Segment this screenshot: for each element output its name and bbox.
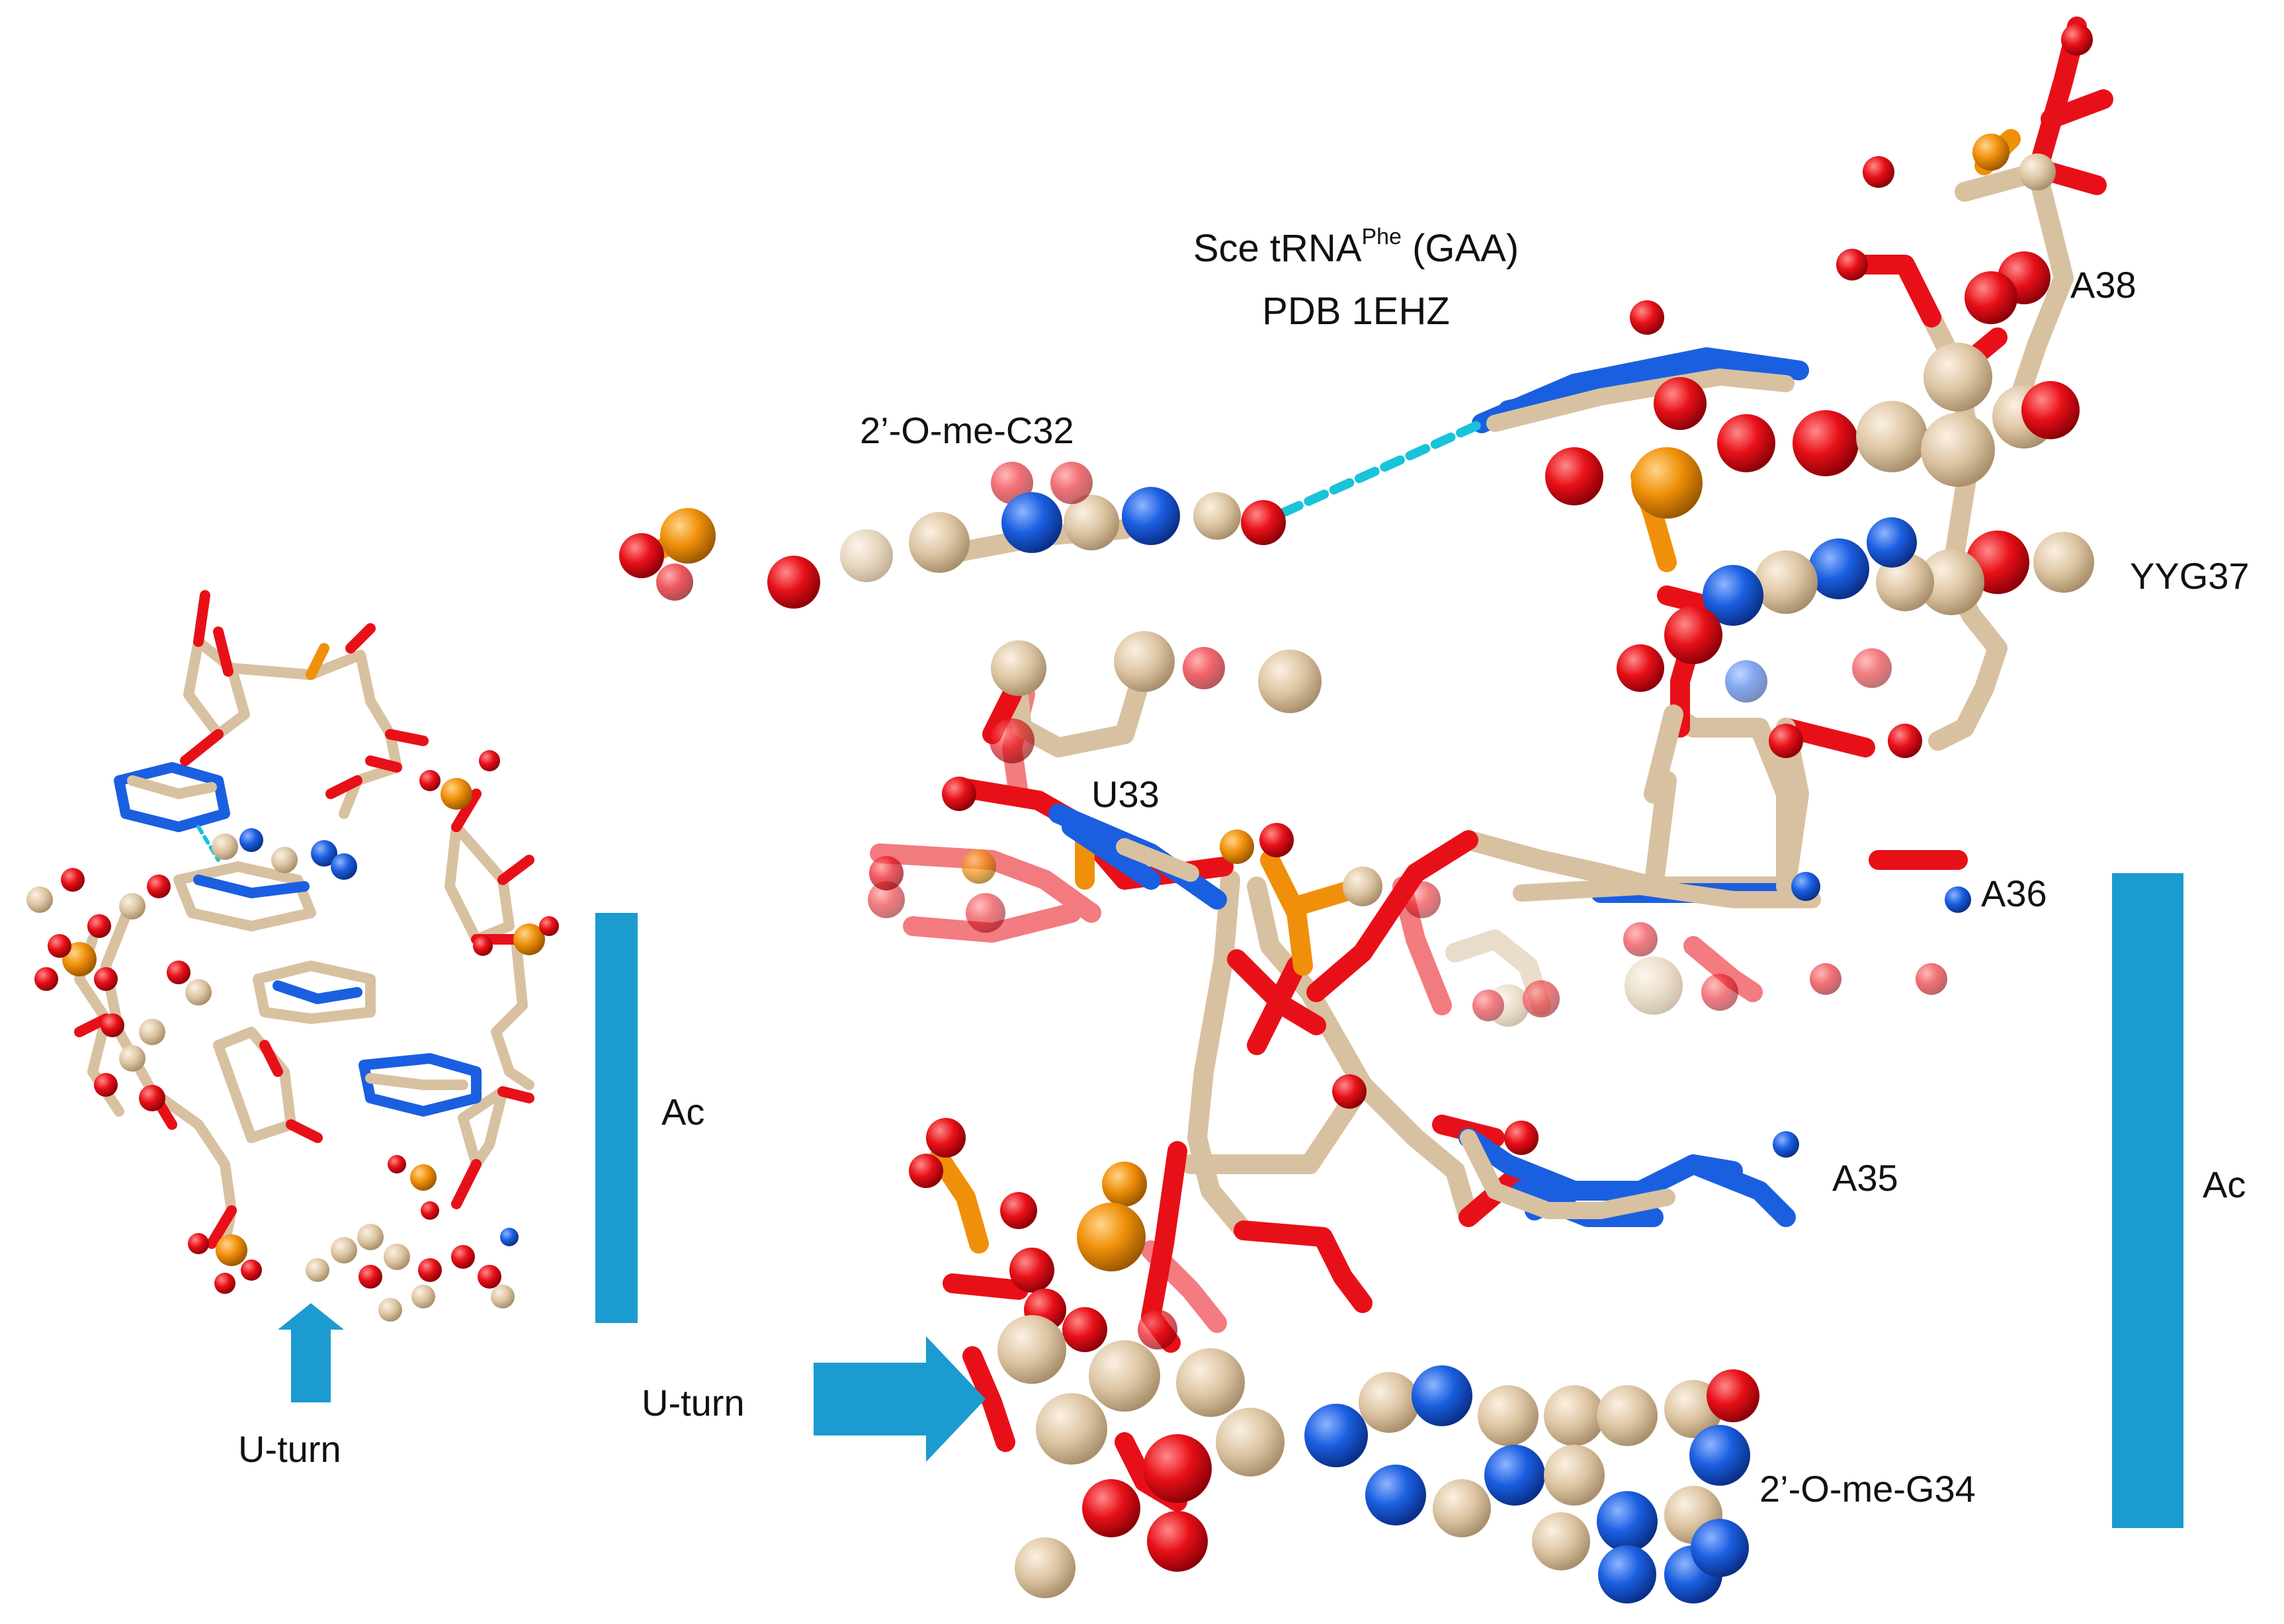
label-yyg37: YYG37	[2130, 555, 2250, 597]
title-line2: PDB 1EHZ	[1262, 290, 1450, 333]
label-a38: A38	[2070, 264, 2136, 306]
label-u-turn-left: U-turn	[238, 1428, 341, 1470]
hydrogen-bond	[1279, 419, 1486, 517]
u-turn-arrow-up	[278, 1303, 344, 1402]
label-a35: A35	[1832, 1157, 1898, 1199]
large-anticodon-loop-model	[619, 17, 2113, 1603]
label-c32: 2’-O-me-C32	[860, 409, 1074, 451]
label-ac-right: Ac	[2203, 1164, 2246, 1205]
label-g34: 2’-O-me-G34	[1759, 1468, 1976, 1510]
label-u33: U33	[1091, 773, 1160, 815]
label-a36: A36	[1981, 873, 2047, 914]
u-turn-arrow-right	[814, 1336, 986, 1462]
label-ac-left: Ac	[661, 1091, 704, 1133]
small-anticodon-loop-model	[26, 590, 559, 1322]
label-u-turn-right: U-turn	[642, 1382, 745, 1424]
title-line1: Sce tRNAPhe (GAA)	[1193, 224, 1519, 270]
ac-bar-left	[595, 913, 638, 1323]
ac-bar-right	[2112, 873, 2183, 1528]
